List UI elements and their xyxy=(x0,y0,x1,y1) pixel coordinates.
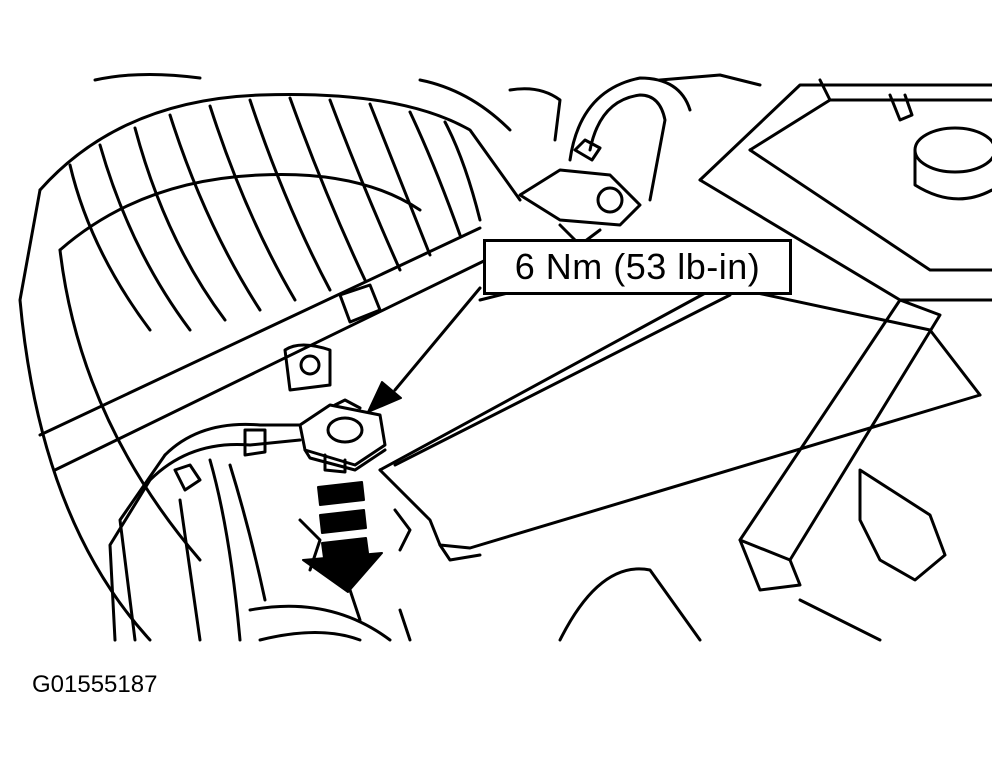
install-direction-arrow xyxy=(302,481,383,593)
map-sensor xyxy=(298,398,387,474)
wiring-harness xyxy=(108,343,332,642)
air-intake-duct xyxy=(18,72,522,642)
support-rod xyxy=(38,226,492,472)
fuse-box xyxy=(698,78,992,302)
pointer-arrow xyxy=(367,286,482,413)
figure-id: G01555187 xyxy=(32,671,158,698)
right-rail xyxy=(738,298,947,592)
torque-spec-label: 6 Nm (53 lb-in) xyxy=(483,239,792,295)
engine-cover xyxy=(378,283,982,562)
upper-hoses xyxy=(508,73,762,247)
